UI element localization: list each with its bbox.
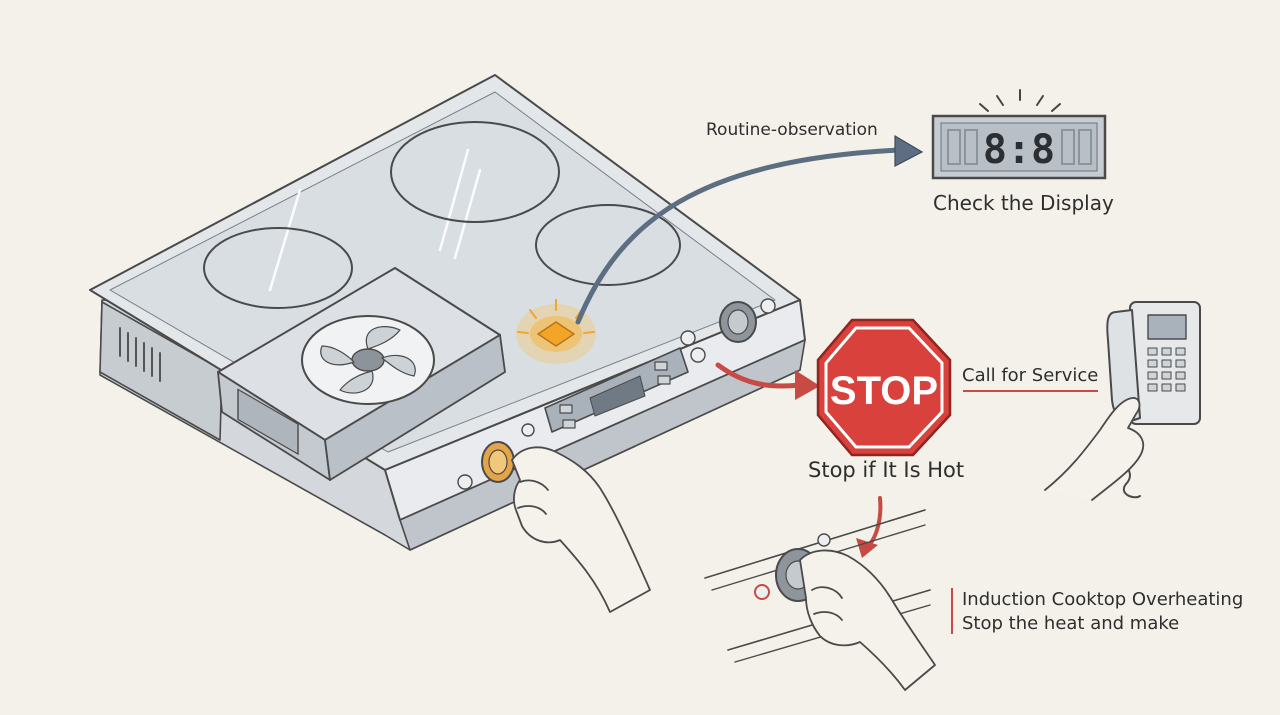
fan-housing-side <box>324 334 506 481</box>
phone-icon <box>1106 301 1201 499</box>
burner-right <box>535 204 681 286</box>
check-display-label: Check the Display <box>933 191 1114 215</box>
routine-arrow <box>575 134 924 325</box>
panel-buttons <box>559 361 671 429</box>
burner-left <box>203 227 353 309</box>
check-display-icon: 8:8 <box>931 89 1107 180</box>
cooktop <box>89 74 806 551</box>
hot-arrow <box>856 496 883 558</box>
arrow-down-button <box>690 347 706 363</box>
power-button <box>457 474 473 490</box>
stop-sign-text: STOP <box>830 369 938 413</box>
arrow-up-button <box>680 330 696 346</box>
control-panel-lower <box>399 339 806 551</box>
hand-icon <box>1044 397 1145 501</box>
warning-light-icon <box>516 299 596 364</box>
power-indicator-right <box>760 298 776 314</box>
note-line-2: Stop the heat and make <box>962 613 1180 634</box>
burner-back <box>390 121 560 223</box>
routine-observation-label: Routine-observation <box>706 120 878 140</box>
cooling-fan-icon <box>301 315 435 405</box>
panel-display-screen <box>589 375 646 417</box>
display-digits: 8:8 <box>983 127 1055 173</box>
detail-indicator-red <box>754 584 770 600</box>
glass-reflections <box>268 148 482 292</box>
call-service-label: Call for Service <box>962 365 1099 386</box>
stop-arrow <box>715 362 820 400</box>
stop-sign-icon: STOP <box>816 318 952 457</box>
overheating-note: Induction Cooktop Overheating Stop the h… <box>962 588 1243 636</box>
stop-if-hot-label: Stop if It Is Hot <box>808 458 965 482</box>
phone-handset <box>1106 309 1141 423</box>
hand-icon <box>799 549 936 691</box>
note-line-1: Induction Cooktop Overheating <box>962 589 1244 610</box>
side-vents <box>119 327 161 382</box>
hand-icon <box>511 446 651 613</box>
